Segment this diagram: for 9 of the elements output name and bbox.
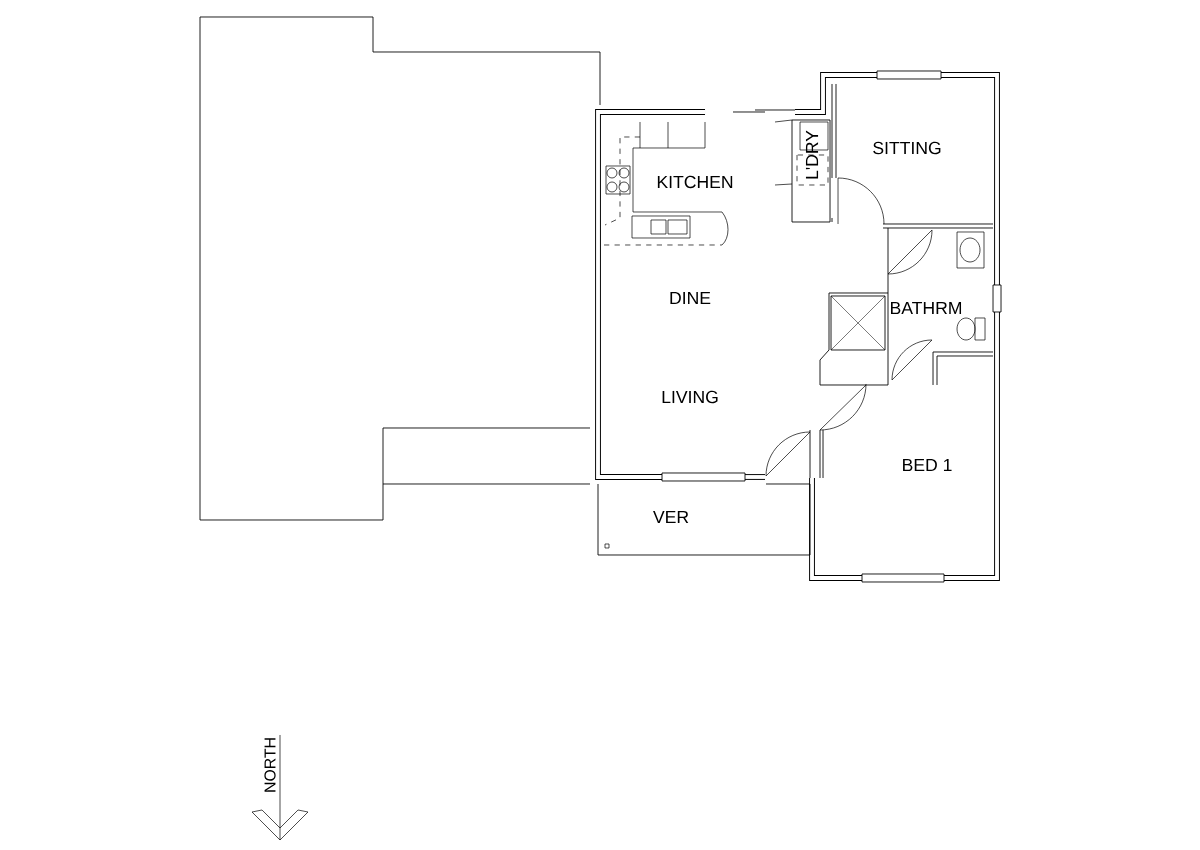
room-label: VER [653,510,689,524]
room-label: L'DRY [805,130,819,179]
room-label: BED 1 [903,458,952,472]
room-label: LIVING [662,390,718,404]
room-label: SITTING [873,141,941,155]
compass-label: NORTH [264,738,276,792]
room-label: KITCHEN [657,175,733,189]
room-label: DINE [670,291,711,305]
room-label: BATHRM [891,301,961,315]
